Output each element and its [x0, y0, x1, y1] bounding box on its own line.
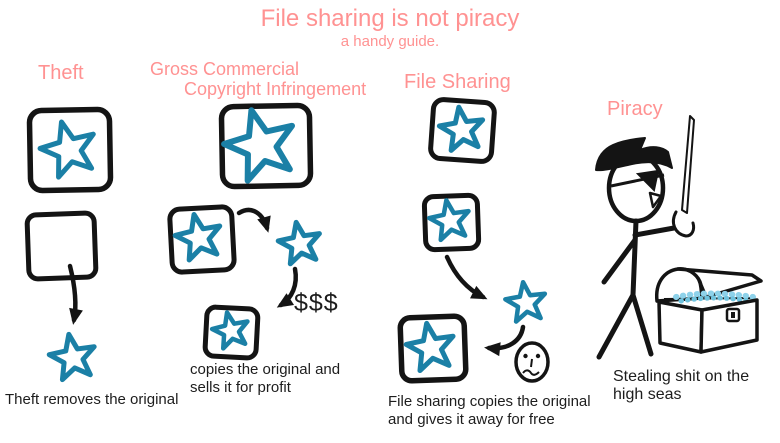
file-sharing-box-1 [428, 97, 497, 164]
pirate-figure-icon [595, 115, 696, 360]
receiver-box [397, 313, 469, 384]
pirate-hat [595, 137, 673, 172]
give-arrow-icon [484, 324, 526, 357]
arrow-down-icon [67, 263, 83, 325]
star-icon [209, 309, 251, 350]
infringement-caption-line1: copies the original and [190, 361, 341, 378]
copy-arrow-icon [444, 254, 488, 300]
face-icon [514, 341, 550, 383]
sold-box [202, 304, 261, 361]
pirate-body [630, 218, 639, 298]
copied-star-icon [276, 219, 324, 265]
file-sharing-caption-line1: File sharing copies the original [388, 393, 591, 410]
infringement-caption-line2: sells it for profit [190, 379, 291, 396]
big-star-icon [217, 101, 302, 184]
star-icon-removed [46, 330, 98, 381]
sword-guard [671, 210, 696, 238]
eyepatch [635, 169, 660, 193]
infringement-panel [167, 101, 324, 361]
page-title: File sharing is not piracy [260, 5, 520, 32]
piracy-caption-line2: high seas [613, 386, 682, 403]
page-subtitle: a handy guide. [340, 33, 440, 50]
theft-header: Theft [38, 62, 84, 84]
copy-arrow-icon [236, 207, 271, 233]
pirate-mouth [648, 191, 663, 209]
theft-original-box [26, 106, 114, 194]
piracy-caption-line1: Stealing shit on the [613, 368, 750, 385]
pirate-right-leg [630, 292, 654, 357]
treasure-chest-icon [655, 267, 763, 354]
infringement-source-box [167, 204, 237, 275]
sword-blade [681, 115, 695, 214]
file-sharing-box-2 [421, 192, 482, 253]
money-label: $$$ [294, 289, 339, 317]
star-icon [403, 319, 458, 372]
treasure-dots [673, 290, 756, 300]
sell-arrow-icon [276, 266, 298, 308]
piracy-header: Piracy [607, 98, 663, 120]
pirate-left-leg [596, 292, 636, 360]
chest-lid-top [676, 267, 763, 299]
file-sharing-caption-line2: and gives it away for free [388, 411, 555, 428]
star-icon [437, 104, 486, 151]
infringement-header-line2: Copyright Infringement [184, 79, 367, 99]
file-sharing-header: File Sharing [404, 71, 511, 93]
infringement-original-box [218, 102, 314, 190]
chest-lock-keyhole [731, 312, 735, 318]
file-sharing-panel [397, 97, 550, 384]
shared-star-icon [503, 279, 548, 322]
chest-side-face [657, 300, 704, 354]
star-icon [427, 197, 473, 241]
theft-caption: Theft removes the original [5, 391, 179, 408]
theft-panel [24, 106, 114, 381]
star-icon [172, 210, 226, 262]
theft-empty-box [24, 210, 99, 282]
pirate-sword-arm [632, 225, 677, 238]
treasure-dots [678, 295, 752, 304]
chest-front-face [699, 298, 759, 354]
infringement-header-line1: Gross Commercial [150, 59, 300, 79]
pirate-left-arm [601, 237, 638, 285]
piracy-panel [595, 115, 763, 360]
star-icon [35, 115, 102, 180]
